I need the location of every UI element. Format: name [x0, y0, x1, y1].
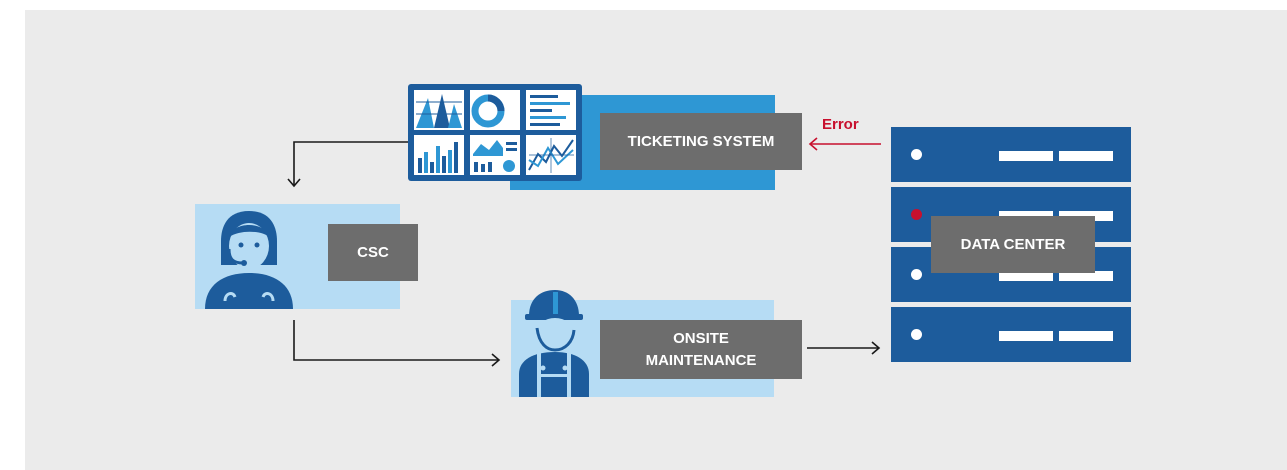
- server-drive-slot: [1059, 151, 1113, 161]
- server-status-led: [911, 329, 922, 340]
- maintenance-worker-icon: [513, 288, 593, 397]
- ticketing-system-text: TICKETING SYSTEM: [627, 132, 775, 150]
- arrow-ticketing-to-csc: [293, 141, 408, 186]
- server-status-led: [911, 269, 922, 280]
- csc-text: CSC: [357, 243, 389, 261]
- server-unit: [891, 307, 1131, 362]
- arrow-csc-to-onsite: [293, 320, 499, 361]
- server-error-led: [911, 209, 922, 220]
- server-unit: [891, 127, 1131, 182]
- csc-label: CSC: [328, 224, 418, 281]
- data-center-text: DATA CENTER: [960, 235, 1066, 253]
- dashboard-monitor-icon: [408, 84, 582, 181]
- onsite-text-line1: ONSITE: [673, 329, 729, 347]
- error-label: Error: [822, 116, 859, 133]
- data-center-label: DATA CENTER: [931, 216, 1095, 273]
- ticketing-system-label: TICKETING SYSTEM: [600, 113, 802, 170]
- server-drive-slot: [999, 271, 1053, 281]
- server-drive-slot: [999, 331, 1053, 341]
- server-drive-slot: [999, 151, 1053, 161]
- server-drive-slot: [1059, 271, 1113, 281]
- server-status-led: [911, 149, 922, 160]
- headset-agent-icon: [203, 207, 295, 309]
- server-drive-slot: [1059, 331, 1113, 341]
- onsite-maintenance-label: ONSITE MAINTENANCE: [600, 320, 802, 379]
- onsite-text-line2: MAINTENANCE: [645, 351, 757, 369]
